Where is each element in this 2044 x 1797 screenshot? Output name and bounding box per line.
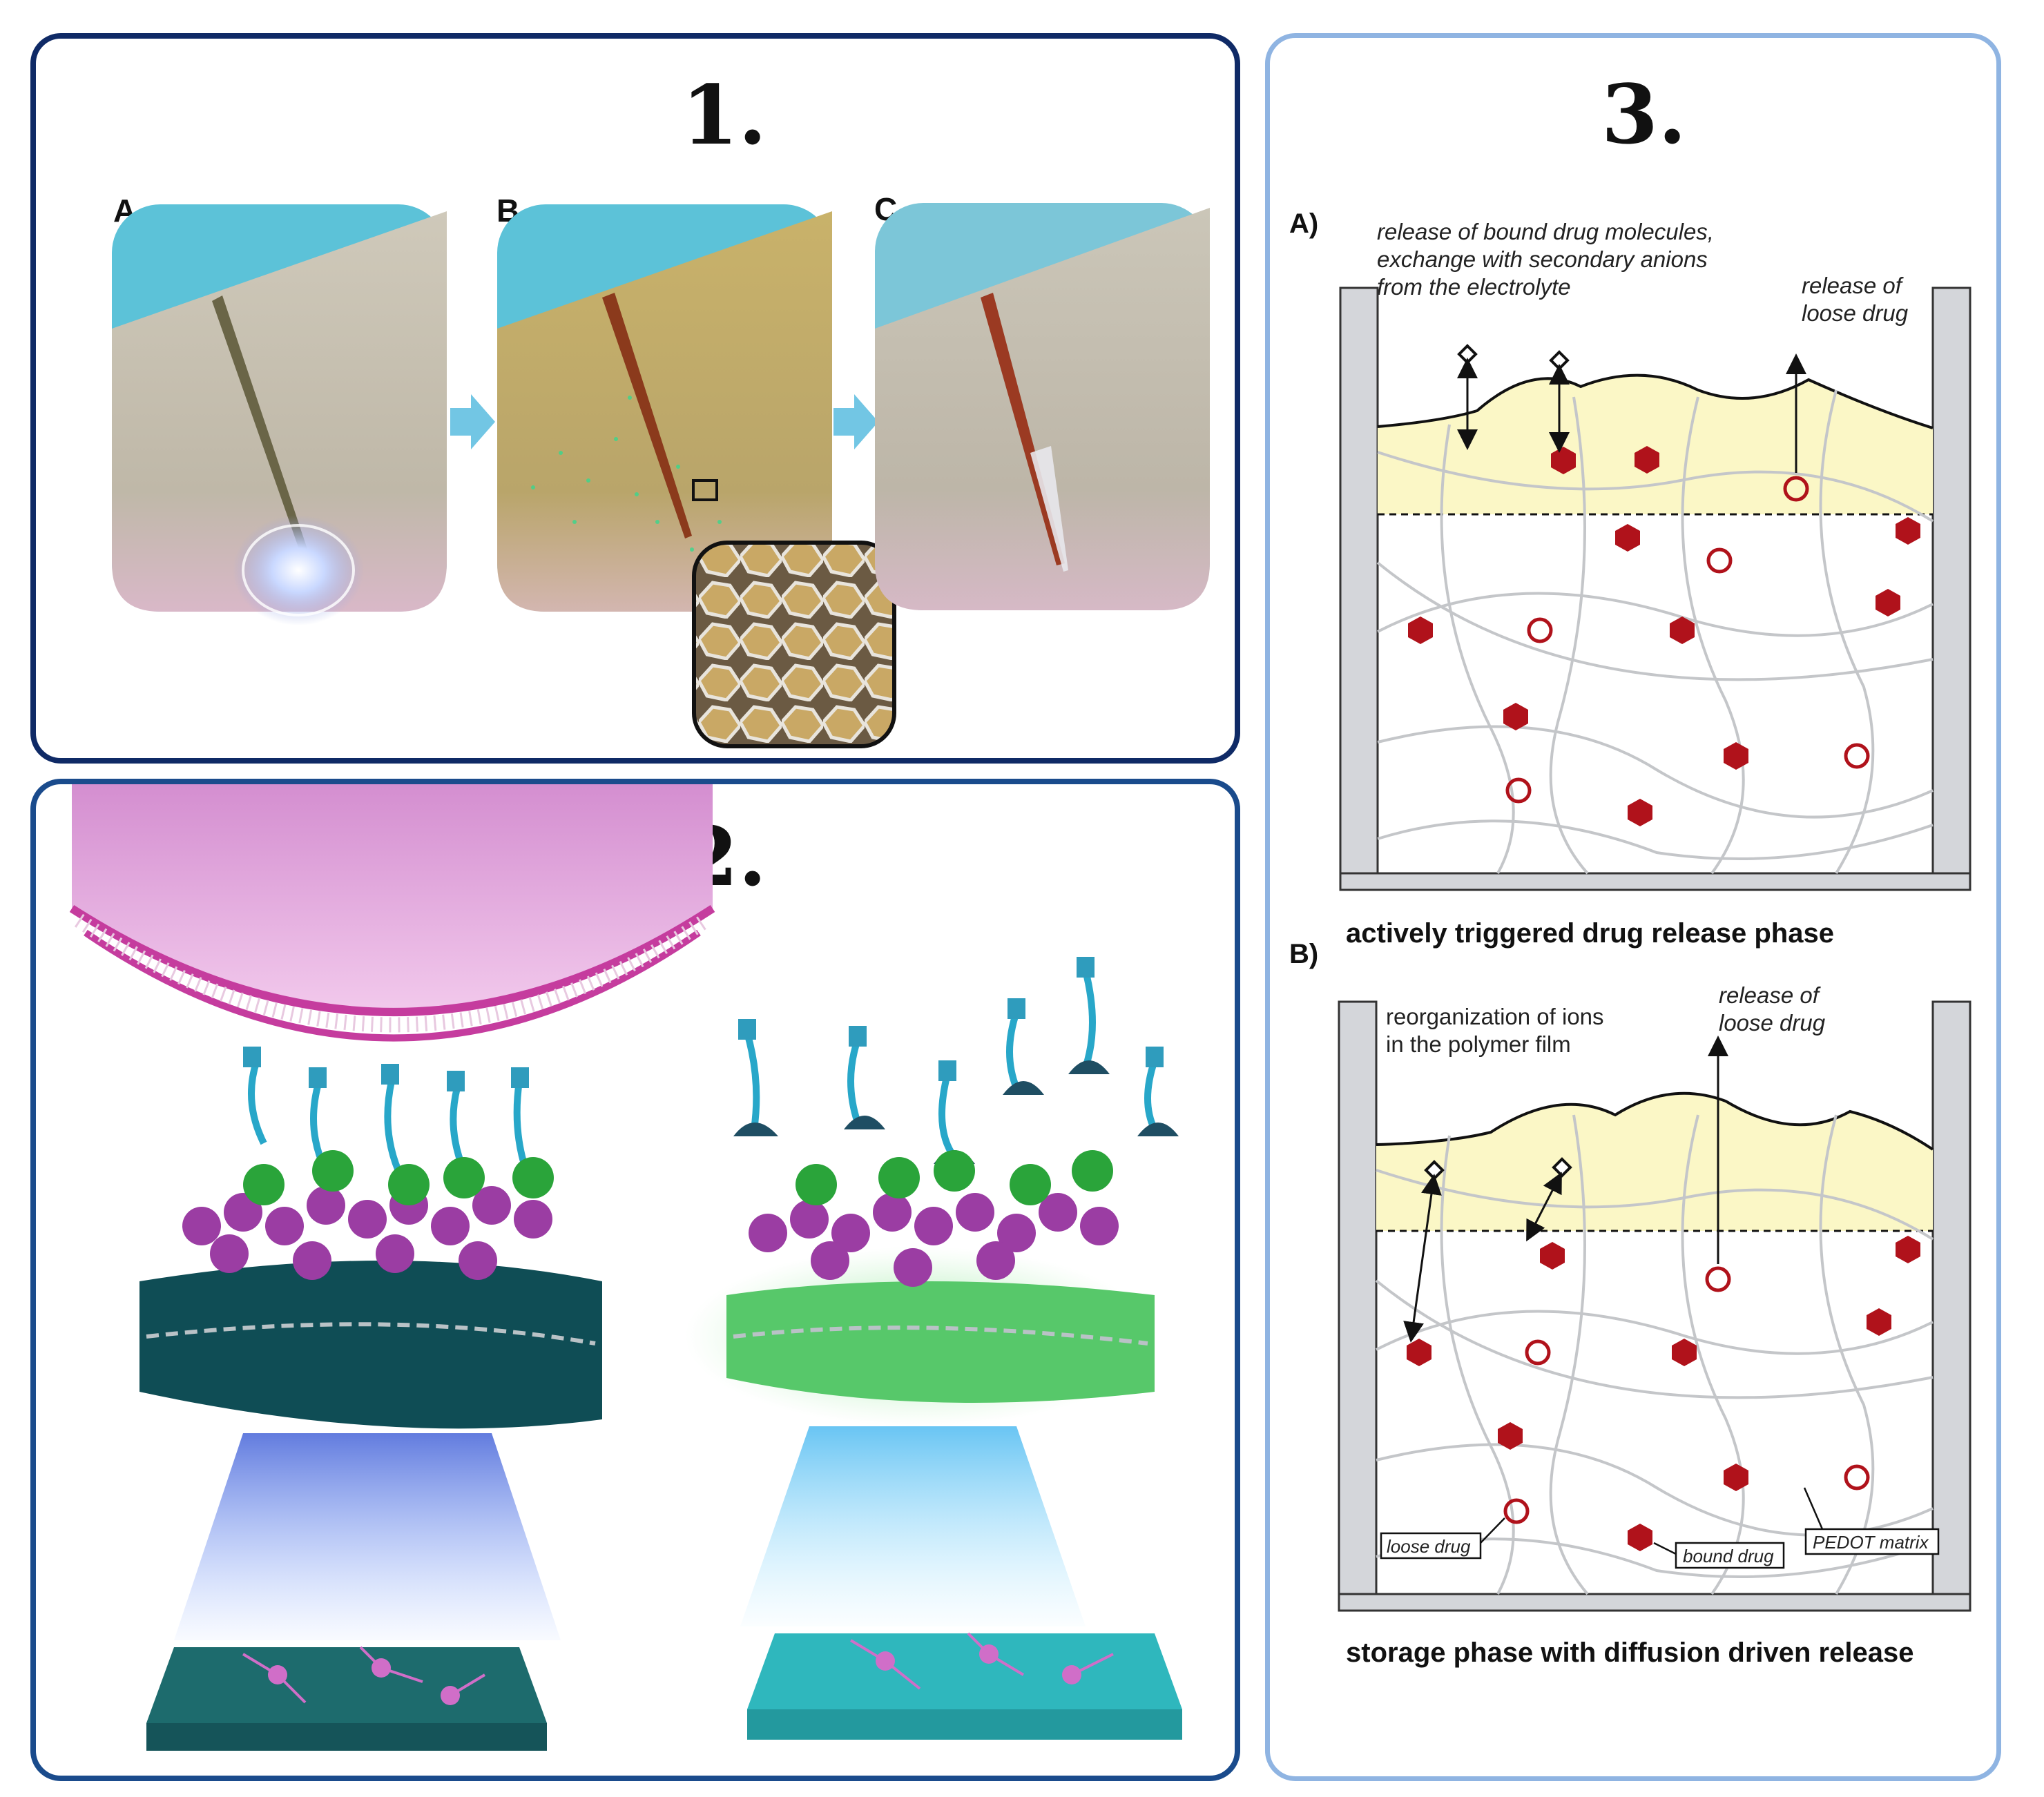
subpanel-c-image xyxy=(875,203,1210,610)
polymer-film-left xyxy=(139,1150,602,1429)
diagram-a-label: A) xyxy=(1289,208,1318,239)
tether-molecules-right xyxy=(744,969,1158,1159)
svg-text:loose drug: loose drug xyxy=(1387,1536,1471,1557)
arrow-a-to-b xyxy=(450,394,495,449)
light-beam-left xyxy=(174,1433,561,1640)
annotation-bound-drug-release: release of bound drug molecules, exchang… xyxy=(1377,219,1720,300)
annotation-loose-drug-a: release of loose drug xyxy=(1802,273,1909,326)
panel-2-neural-interface: 2. xyxy=(30,779,1240,1781)
substrate-right xyxy=(747,1632,1182,1740)
annotation-loose-drug-b: release of loose drug xyxy=(1719,982,1826,1036)
zoom-box xyxy=(692,479,718,501)
substrate-left xyxy=(146,1646,547,1751)
biointerface-illustration xyxy=(69,784,1182,1751)
arrow-b-to-c xyxy=(833,394,878,449)
legend-pedot-matrix: PEDOT matrix xyxy=(1803,1487,1940,1555)
zoom-inset xyxy=(692,541,896,748)
svg-text:bound drug: bound drug xyxy=(1683,1546,1774,1566)
legend-bound-drug: bound drug xyxy=(1653,1542,1785,1569)
annotation-reorganization: reorganization of ions in the polymer fi… xyxy=(1386,1004,1610,1057)
diagram-a-caption: actively triggered drug release phase xyxy=(1346,918,1834,949)
electrochemical-cell-a xyxy=(1339,286,1971,891)
polymer-matrix-a xyxy=(1376,389,1934,875)
electrochemical-cell-b: loose drug bound drug PEDOT matrix xyxy=(1338,1000,1971,1612)
light-beam-right xyxy=(740,1426,1086,1626)
drug-release-diagram: A) release of bound drug molecules, exch… xyxy=(1289,208,1971,1668)
probe-insertion-illustration xyxy=(112,203,1210,748)
panel-3-number: 3. xyxy=(1601,66,1687,162)
svg-text:PEDOT matrix: PEDOT matrix xyxy=(1813,1532,1929,1553)
subpanel-b-image xyxy=(497,204,896,748)
panel-3-drug-release: 3. A) release of bound drug molecules, e… xyxy=(1265,33,2001,1781)
diagram-b-label: B) xyxy=(1289,939,1318,969)
subpanel-a-image xyxy=(112,204,447,625)
cell-membrane xyxy=(69,784,715,1042)
panel-1-probe-insertion: 1. A B C xyxy=(30,33,1240,764)
diagram-b-caption: storage phase with diffusion driven rele… xyxy=(1346,1638,1913,1668)
electrolyte-layer-b xyxy=(1376,1093,1933,1231)
panel-1-number: 1. xyxy=(682,67,767,163)
polymer-film-right xyxy=(685,1150,1155,1426)
legend-loose-drug: loose drug xyxy=(1380,1517,1505,1560)
